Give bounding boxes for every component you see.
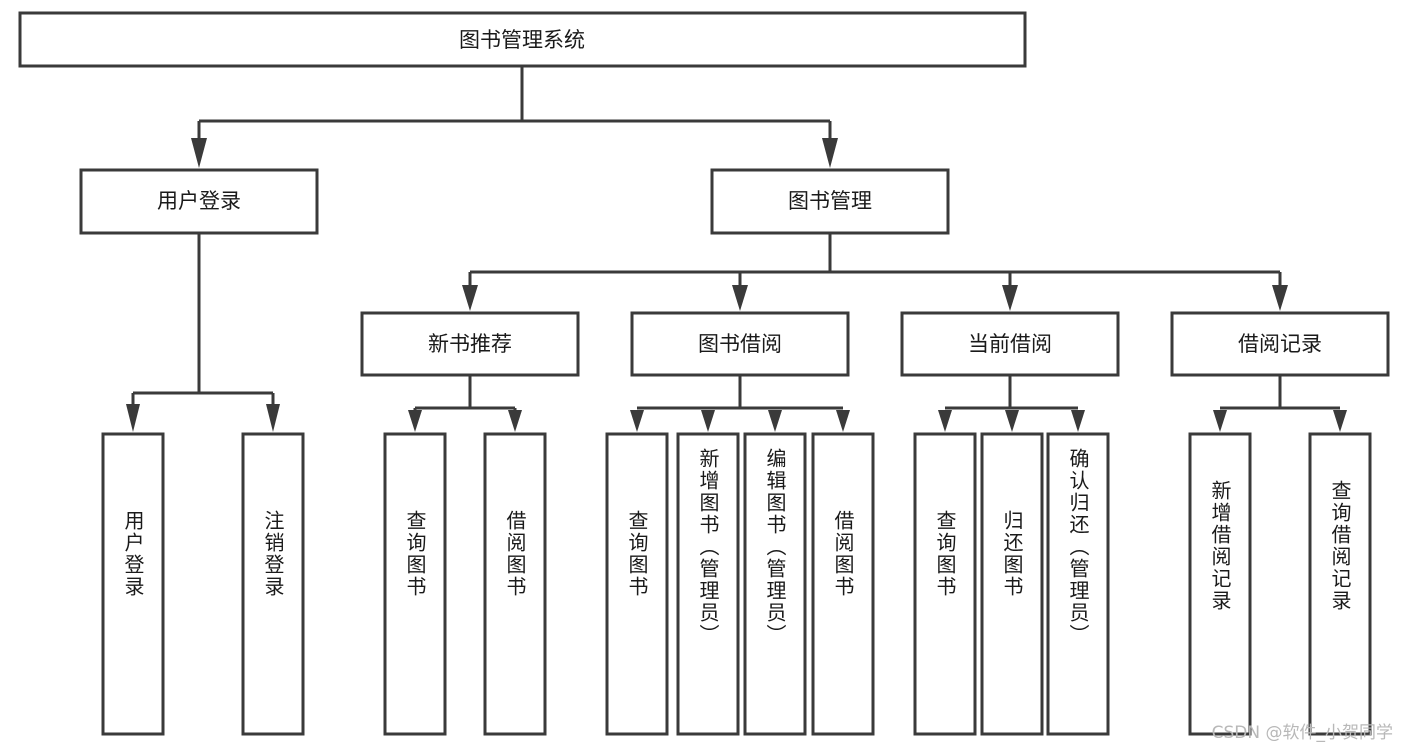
arrow-head-cu-3 [1071, 410, 1085, 432]
node-book-management-label: 图书管理 [788, 189, 872, 213]
arrow-head-cu-1 [938, 410, 952, 432]
arrow-head-br-3 [768, 410, 782, 432]
leaf-box-edit-book-admin[interactable] [743, 432, 807, 736]
node-book-borrow[interactable]: 图书借阅 [630, 311, 850, 377]
arrow-head-br-1 [630, 410, 644, 432]
node-current-borrow-box[interactable] [900, 311, 1120, 377]
arrow-head-bm-4 [1272, 285, 1288, 311]
node-user-login-label: 用户登录 [157, 189, 241, 213]
node-new-book-recommend-label: 新书推荐 [428, 332, 512, 356]
node-book-management[interactable]: 图书管理 [710, 168, 950, 235]
arrow-head-rc-1 [1213, 410, 1227, 432]
csdn-watermark: CSDN @软件_小贺同学 [1211, 723, 1393, 743]
leaf-box-query-book-current[interactable] [913, 432, 977, 736]
leaf-box-borrow-book-new[interactable] [483, 432, 547, 736]
leaf-box-query-borrow-record[interactable] [1308, 432, 1372, 736]
node-book-borrow-box[interactable] [630, 311, 850, 377]
node-borrow-records-box[interactable] [1170, 311, 1390, 377]
arrow-head-root-2 [822, 138, 838, 168]
arrow-head-bm-3 [1002, 285, 1018, 311]
leaf-box-return-book[interactable] [980, 432, 1044, 736]
node-book-management-box[interactable] [710, 168, 950, 235]
node-book-borrow-label: 图书借阅 [698, 332, 782, 356]
arrow-head-rc-2 [1333, 410, 1347, 432]
node-new-book-recommend-box[interactable] [360, 311, 580, 377]
connector-group-borrow [630, 375, 850, 432]
connector-group-records [1213, 375, 1347, 432]
leaf-box-add-book-admin[interactable] [676, 432, 740, 736]
node-borrow-records[interactable]: 借阅记录 [1170, 311, 1390, 377]
connector-group-book-mgmt [462, 233, 1288, 311]
node-borrow-records-label: 借阅记录 [1238, 332, 1322, 356]
leaf-box-logout-login[interactable] [241, 432, 305, 736]
node-user-login[interactable]: 用户登录 [79, 168, 319, 235]
connector-group-root [191, 66, 838, 168]
arrow-head-root-1 [191, 138, 207, 168]
arrow-head-user-2 [266, 404, 280, 432]
leaf-box-confirm-return-admin[interactable] [1046, 432, 1110, 736]
arrow-head-br-4 [836, 410, 850, 432]
arrow-head-nb-2 [508, 410, 522, 432]
connector-group-new-book [408, 375, 522, 432]
leaf-box-query-book-new[interactable] [383, 432, 447, 736]
leaf-box-query-book-borrow[interactable] [605, 432, 669, 736]
arrow-head-br-2 [701, 410, 715, 432]
leaf-box-add-borrow-record[interactable] [1188, 432, 1252, 736]
node-current-borrow-label: 当前借阅 [968, 332, 1052, 356]
node-new-book-recommend[interactable]: 新书推荐 [360, 311, 580, 377]
leaf-boxes [101, 432, 1372, 736]
arrow-head-user-1 [126, 404, 140, 432]
node-current-borrow[interactable]: 当前借阅 [900, 311, 1120, 377]
arrow-head-cu-2 [1005, 410, 1019, 432]
node-root-label: 图书管理系统 [459, 28, 585, 52]
arrow-head-bm-2 [732, 285, 748, 311]
connector-group-current [938, 375, 1085, 432]
arrow-head-bm-1 [462, 285, 478, 311]
node-root[interactable]: 图书管理系统 [18, 11, 1027, 68]
arrow-head-nb-1 [408, 410, 422, 432]
leaf-box-borrow-book[interactable] [811, 432, 875, 736]
node-user-login-box[interactable] [79, 168, 319, 235]
leaf-box-user-login[interactable] [101, 432, 165, 736]
node-root-box[interactable] [18, 11, 1027, 68]
connector-group-user-login [126, 233, 280, 432]
